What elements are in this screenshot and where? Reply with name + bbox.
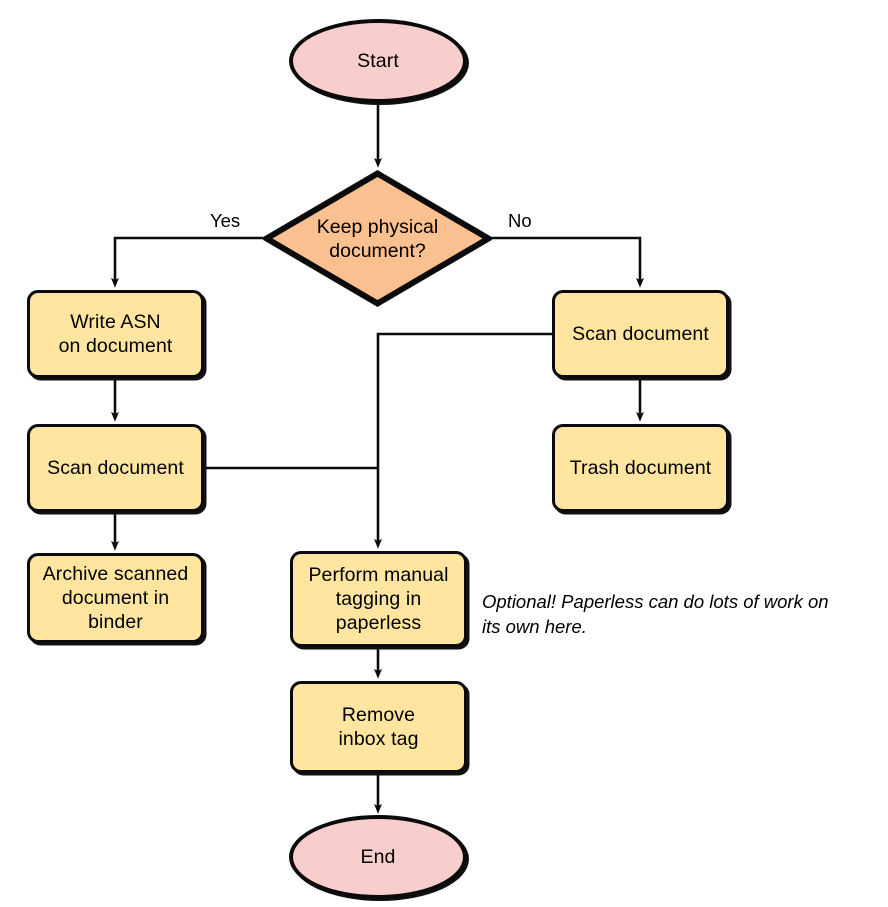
node-end[interactable]: End	[289, 815, 467, 899]
annotation-paperless-optional-note: Optional! Paperless can do lots of work …	[482, 591, 829, 637]
node-scan-document-right[interactable]: Scan document	[552, 290, 729, 378]
node-keep-physical-document-label: Keep physical document?	[316, 215, 439, 262]
node-trash-document[interactable]: Trash document	[552, 424, 729, 512]
node-remove-inbox-tag[interactable]: Remove inbox tag	[290, 681, 467, 773]
edge-decision-no-to-scan-right	[492, 236, 644, 288]
node-perform-manual-tagging-in-paperless-label: Perform manual tagging in paperless	[308, 564, 449, 634]
edge-label-yes: Yes	[210, 210, 241, 231]
node-write-asn-on-document[interactable]: Write ASN on document	[27, 290, 204, 378]
node-archive-scanned-document-in-binder[interactable]: Archive scanned document in binder	[27, 553, 204, 643]
edge-label-no: No	[508, 210, 532, 231]
node-scan-document-right-label: Scan document	[572, 323, 709, 345]
node-start-label: Start	[357, 50, 399, 72]
node-scan-document-left-label: Scan document	[47, 457, 184, 479]
node-remove-inbox-tag-label: Remove inbox tag	[338, 704, 419, 750]
node-archive-scanned-document-in-binder-label: Archive scanned document in binder	[42, 563, 189, 633]
diamond-shape	[263, 170, 492, 307]
node-scan-document-left[interactable]: Scan document	[27, 424, 204, 512]
node-keep-physical-document[interactable]: Keep physical document?	[263, 170, 492, 307]
node-trash-document-label: Trash document	[569, 457, 712, 479]
node-start[interactable]: Start	[289, 19, 467, 103]
node-perform-manual-tagging-in-paperless[interactable]: Perform manual tagging in paperless	[290, 551, 467, 647]
edge-scan-right-to-manual-tagging	[374, 332, 552, 549]
edge-decision-yes-to-write-asn	[111, 236, 263, 288]
node-write-asn-on-document-label: Write ASN on document	[58, 311, 173, 357]
node-end-label: End	[360, 846, 396, 868]
